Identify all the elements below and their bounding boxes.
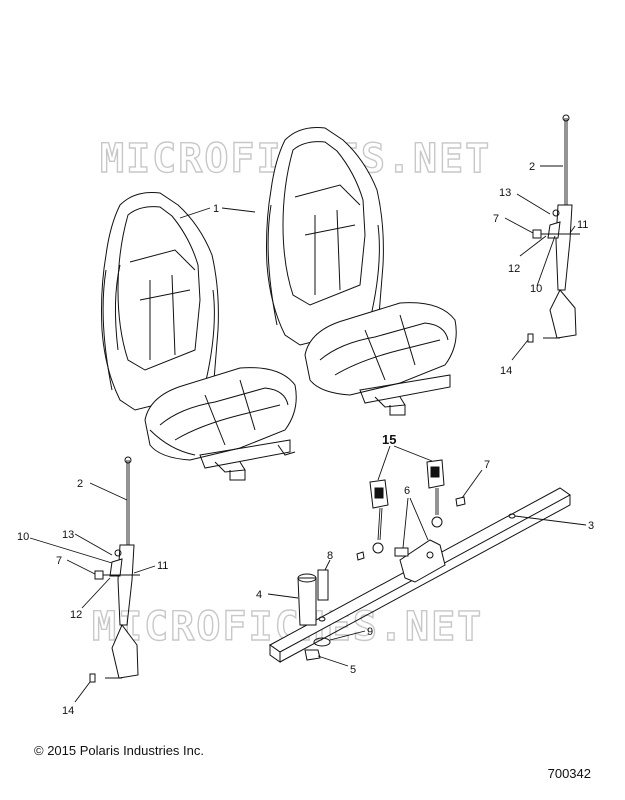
callout-6: 6 [404, 485, 410, 497]
seat-support-bar [269, 487, 571, 663]
callout-2-left: 2 [77, 478, 83, 490]
callout-5: 5 [350, 664, 356, 676]
callout-10-right: 10 [530, 283, 542, 295]
diagram-number: 700342 [547, 766, 591, 781]
copyright-text: © 2015 Polaris Industries Inc. [34, 743, 204, 758]
callout-1: 1 [213, 203, 219, 215]
callout-12-left: 12 [70, 609, 82, 621]
callout-7-right-harness: 7 [493, 213, 499, 225]
callout-12-right: 12 [508, 263, 520, 275]
callout-4: 4 [256, 589, 262, 601]
callout-10-left: 10 [17, 531, 29, 543]
callout-14-right: 14 [500, 365, 512, 377]
callout-2-right: 2 [529, 161, 535, 173]
right-harness [527, 114, 580, 343]
callout-14-left: 14 [62, 705, 74, 717]
seat-belt-buckles [369, 459, 445, 554]
callout-13-right: 13 [499, 187, 511, 199]
callout-9: 9 [367, 626, 373, 638]
right-seat [266, 127, 457, 416]
leader-lines [29, 165, 587, 703]
callout-7-bar: 7 [484, 459, 490, 471]
callout-13-left: 13 [62, 529, 74, 541]
callout-11-left: 11 [157, 560, 168, 572]
callout-7-left-harness: 7 [56, 555, 62, 567]
callout-15: 15 [382, 432, 396, 447]
left-seat [101, 192, 297, 481]
callouts: 1 2 13 7 11 12 10 14 15 7 6 3 8 4 9 5 2 … [17, 161, 594, 717]
callout-11-right: 11 [577, 219, 588, 231]
left-harness [89, 456, 140, 683]
callout-3: 3 [588, 520, 594, 532]
callout-8: 8 [327, 550, 333, 562]
